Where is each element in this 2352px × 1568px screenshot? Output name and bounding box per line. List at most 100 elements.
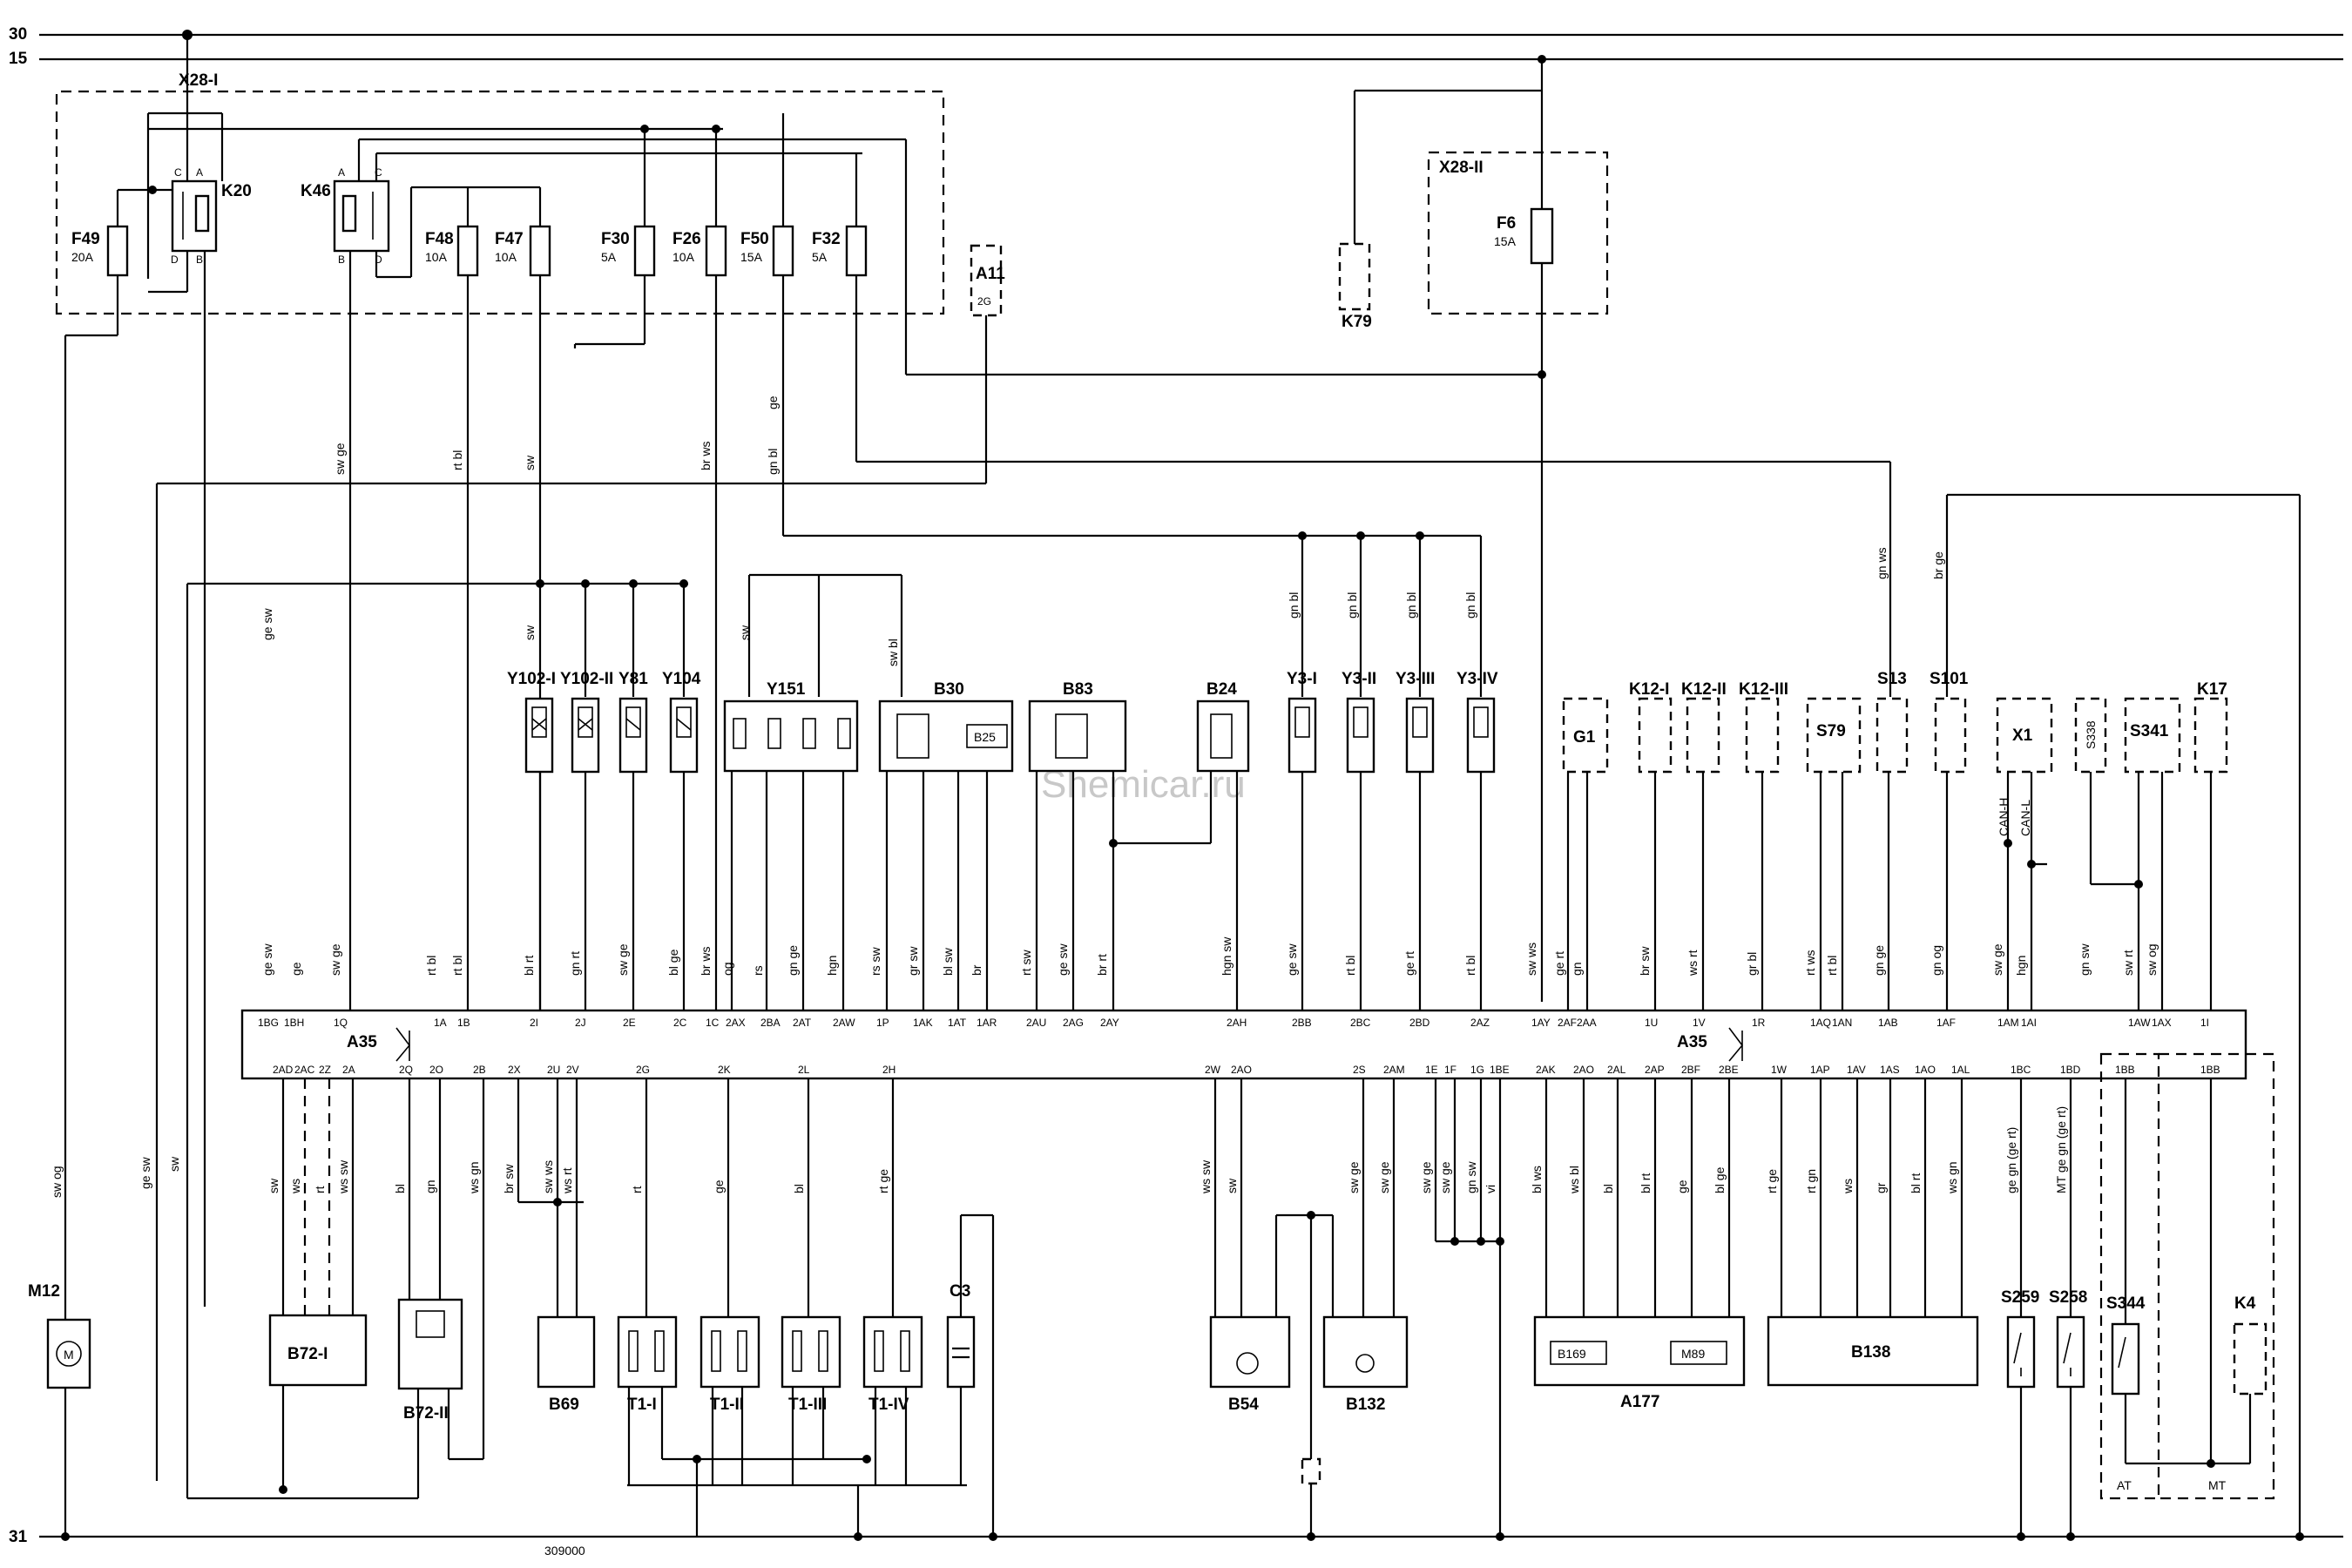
wc-top: sw bbox=[523, 455, 537, 470]
ecu-bottom-pin: 2U bbox=[547, 1064, 560, 1076]
k20-relay bbox=[171, 179, 218, 253]
ecu-top-pin: 2BC bbox=[1350, 1017, 1371, 1029]
fuse-f48 bbox=[456, 225, 479, 277]
wire-code: vi bbox=[1484, 1185, 1497, 1193]
ecu-top-pin: 1AR bbox=[977, 1017, 997, 1029]
k20-label: K20 bbox=[221, 182, 252, 200]
wc-top: gn bl bbox=[766, 449, 780, 475]
y3ii-label: Y3-II bbox=[1342, 670, 1376, 688]
wire-code: ge sw bbox=[1056, 943, 1070, 976]
fuse-f26-rating: 10A bbox=[672, 250, 695, 264]
wire-code: sw ge bbox=[1438, 1161, 1452, 1193]
t1ii-label: T1-II bbox=[710, 1396, 744, 1414]
ecu-top-pin: 1AK bbox=[913, 1017, 933, 1029]
ecu-top-pin: 1A bbox=[434, 1017, 447, 1029]
k12iii-relay: K12-III bbox=[1739, 680, 1788, 1010]
ecu-bottom-pin: 1BB bbox=[2200, 1064, 2220, 1076]
ecu-bottom-pin: 2AM bbox=[1383, 1064, 1405, 1076]
s101-switch: S101 bbox=[1930, 670, 1969, 1010]
valve-y102i: Y102-I bbox=[507, 670, 556, 1010]
ecu-top-pin: 1AT bbox=[948, 1017, 967, 1029]
b24-label: B24 bbox=[1206, 680, 1237, 699]
ecu-top-pin: 1AI bbox=[2021, 1017, 2037, 1029]
fuse-f32-rating: 5A bbox=[812, 250, 828, 264]
module-b138: B138 bbox=[1767, 1078, 1979, 1387]
wire-code: sw rt bbox=[2121, 950, 2135, 976]
y3i-label: Y3-I bbox=[1287, 670, 1317, 688]
wire-code: rs sw bbox=[868, 946, 882, 976]
wire-code: rt bl bbox=[424, 956, 438, 976]
wire-code: br ws bbox=[699, 947, 713, 976]
module-a177: B169 M89 A177 bbox=[1533, 1078, 1746, 1411]
k12ii-relay: K12-II bbox=[1681, 680, 1727, 1010]
t1i-label: T1-I bbox=[627, 1396, 657, 1414]
ecu-top-pin: 1AB bbox=[1878, 1017, 1898, 1029]
a11-label: A11 bbox=[976, 265, 1005, 283]
wire-code: sw ge bbox=[1990, 943, 2004, 976]
wire-code: bl bbox=[1601, 1184, 1615, 1193]
upper-wire-codes: sw og ge sw sw ge rt bl sw br ws gn bl g… bbox=[50, 395, 1945, 1198]
wire-code: ge sw bbox=[1285, 943, 1299, 976]
wc-top: gn bl bbox=[1287, 592, 1301, 618]
wire-code: MT ge gn (ge rt) bbox=[2054, 1106, 2068, 1193]
b72i-label: B72-I bbox=[287, 1345, 328, 1363]
ecu-top-pin: 1P bbox=[876, 1017, 889, 1029]
ecu-top-pin: 1BG bbox=[258, 1017, 279, 1029]
fuse-f49 bbox=[106, 225, 129, 277]
wire-code: hgn bbox=[2014, 956, 2028, 976]
fuse-f30 bbox=[633, 225, 656, 277]
wire-code: ge bbox=[289, 962, 303, 976]
ecu-top-pin: 2C bbox=[673, 1017, 687, 1029]
a177-label: A177 bbox=[1620, 1393, 1659, 1411]
wire-code: sw bbox=[267, 1178, 280, 1193]
s338-switch: S338 bbox=[2074, 697, 2139, 886]
ecu-top-pin: 2AU bbox=[1026, 1017, 1046, 1029]
wire-code: bl ws bbox=[1530, 1166, 1544, 1193]
ecu-bottom-pin: 1BE bbox=[1490, 1064, 1510, 1076]
wire-code: rt gn bbox=[1804, 1169, 1818, 1193]
ecu-top-pin: 2J bbox=[575, 1017, 586, 1029]
ecu-top-pin: 2BA bbox=[760, 1017, 781, 1029]
ecu-top-pin: 2AT bbox=[793, 1017, 812, 1029]
ecu-top-pin: 1AM bbox=[1997, 1017, 2019, 1029]
valve-y3iv: Y3-IV bbox=[1456, 670, 1498, 1010]
ecu-bottom-pin: 2AP bbox=[1645, 1064, 1665, 1076]
wire-code: sw ge bbox=[1347, 1161, 1361, 1193]
fuse-f30-rating: 5A bbox=[601, 250, 617, 264]
rail-30-label: 30 bbox=[9, 25, 27, 44]
valve-y3iii: Y3-III bbox=[1396, 670, 1435, 1010]
ecu-bottom-pin: 2AD bbox=[273, 1064, 294, 1076]
wc-top: sw ge bbox=[333, 443, 347, 475]
wire-code: rt ge bbox=[1765, 1169, 1779, 1193]
wire-code: bl rt bbox=[1909, 1173, 1923, 1193]
rail-31-label: 31 bbox=[9, 1528, 28, 1546]
wire-code: gn ge bbox=[1872, 945, 1886, 976]
wire-code: rt ge bbox=[876, 1169, 890, 1193]
g1-label: G1 bbox=[1573, 728, 1596, 747]
ecu-bottom-pin: 2Q bbox=[399, 1064, 413, 1076]
shield-ground bbox=[1301, 1457, 1321, 1485]
ecu-top-pin: 2I bbox=[530, 1017, 538, 1029]
svg-text:C: C bbox=[375, 166, 382, 179]
ecu-label-left: A35 bbox=[347, 1033, 377, 1051]
ecu-top-pin: 1B bbox=[457, 1017, 470, 1029]
fuse-f6 bbox=[1530, 207, 1554, 265]
wire-code: ge bbox=[712, 1179, 726, 1193]
lower-wiring: B72-I B72-II B69 T1-I bbox=[28, 1052, 2304, 1541]
y3iv-label: Y3-IV bbox=[1456, 670, 1498, 688]
wire-code: rt bl bbox=[450, 956, 464, 976]
b25-label: B25 bbox=[974, 730, 996, 744]
wire-code: ge gn (ge rt) bbox=[2004, 1127, 2018, 1193]
ecu-bottom-pin: 1AV bbox=[1847, 1064, 1866, 1076]
m12-label: M12 bbox=[28, 1282, 60, 1301]
y102i-label: Y102-I bbox=[507, 670, 556, 688]
wc-top: sw bl bbox=[886, 639, 900, 666]
wire-code: gn bbox=[1570, 962, 1584, 976]
fuse-f26 bbox=[705, 225, 727, 277]
b69-label: B69 bbox=[549, 1396, 579, 1414]
wire-code: ws gn bbox=[467, 1161, 481, 1194]
ecu-bottom-pin: 2AL bbox=[1607, 1064, 1626, 1076]
y104-label: Y104 bbox=[662, 670, 701, 688]
ecu-bottom-pin: 2W bbox=[1205, 1064, 1221, 1076]
